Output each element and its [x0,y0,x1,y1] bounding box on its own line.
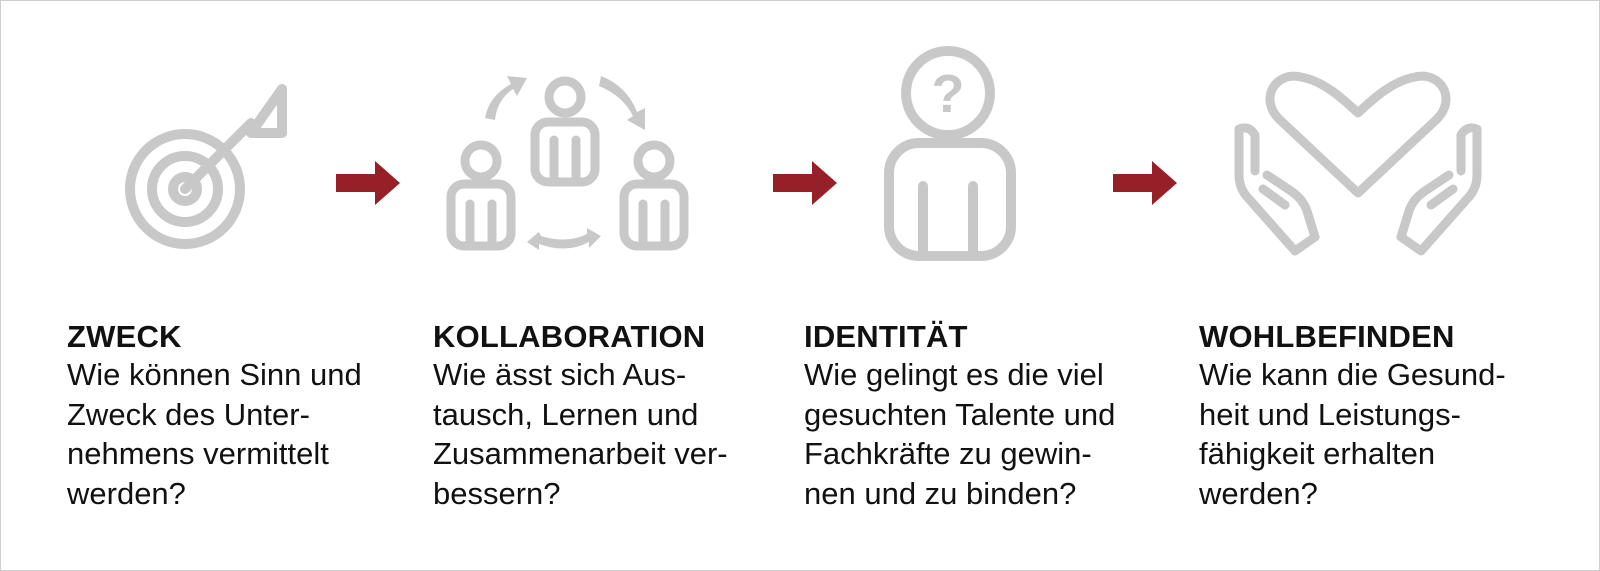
heart-hands-icon [1233,71,1483,261]
step-text-line: Wie können Sinn und [67,357,362,392]
step-kollaboration: KOLLABORATION Wie ässt sich Aus- tausch,… [433,319,728,513]
step-title: KOLLABORATION [433,319,706,354]
step-wohlbefinden: WOHLBEFINDEN Wie kann die Gesund- heit u… [1199,319,1506,513]
svg-text:?: ? [932,64,965,124]
step-text-line: Wie kann die Gesund- [1199,357,1506,392]
step-text-line: gesuchten Talente und [804,396,1116,432]
arrow-right-icon [773,159,839,212]
target-icon [119,81,299,261]
step-text-line: Fachkräfte zu gewin- [804,436,1092,471]
step-text-line: Zweck des Unter- [67,396,310,432]
step-text-line: nen und zu binden? [804,475,1077,511]
step-zweck: ZWECK Wie können Sinn und Zweck des Unte… [67,319,362,513]
collaboration-icon [441,66,701,266]
step-text-line: tausch, Lernen und [433,396,699,432]
step-text-line: werden? [67,475,186,511]
step-text-line: fähigkeit erhalten [1199,436,1436,471]
step-text-line: nehmens vermittelt [67,436,329,471]
step-text-line: bessern? [433,475,561,511]
step-text-line: werden? [1199,475,1318,511]
step-text-line: heit und Leistungs- [1199,396,1461,432]
arrow-right-icon [336,159,402,212]
step-title: IDENTITÄT [804,319,968,354]
arrow-right-icon [1113,159,1179,212]
step-text-line: Wie ässt sich Aus- [433,357,687,392]
step-title: WOHLBEFINDEN [1199,319,1455,354]
step-text-line: Wie gelingt es die viel [804,357,1104,392]
step-text-line: Zusammenarbeit ver- [433,436,728,471]
step-identitaet: IDENTITÄT Wie gelingt es die viel gesuch… [804,319,1115,513]
person-question-icon: ? [883,46,1023,266]
step-title: ZWECK [67,319,182,354]
